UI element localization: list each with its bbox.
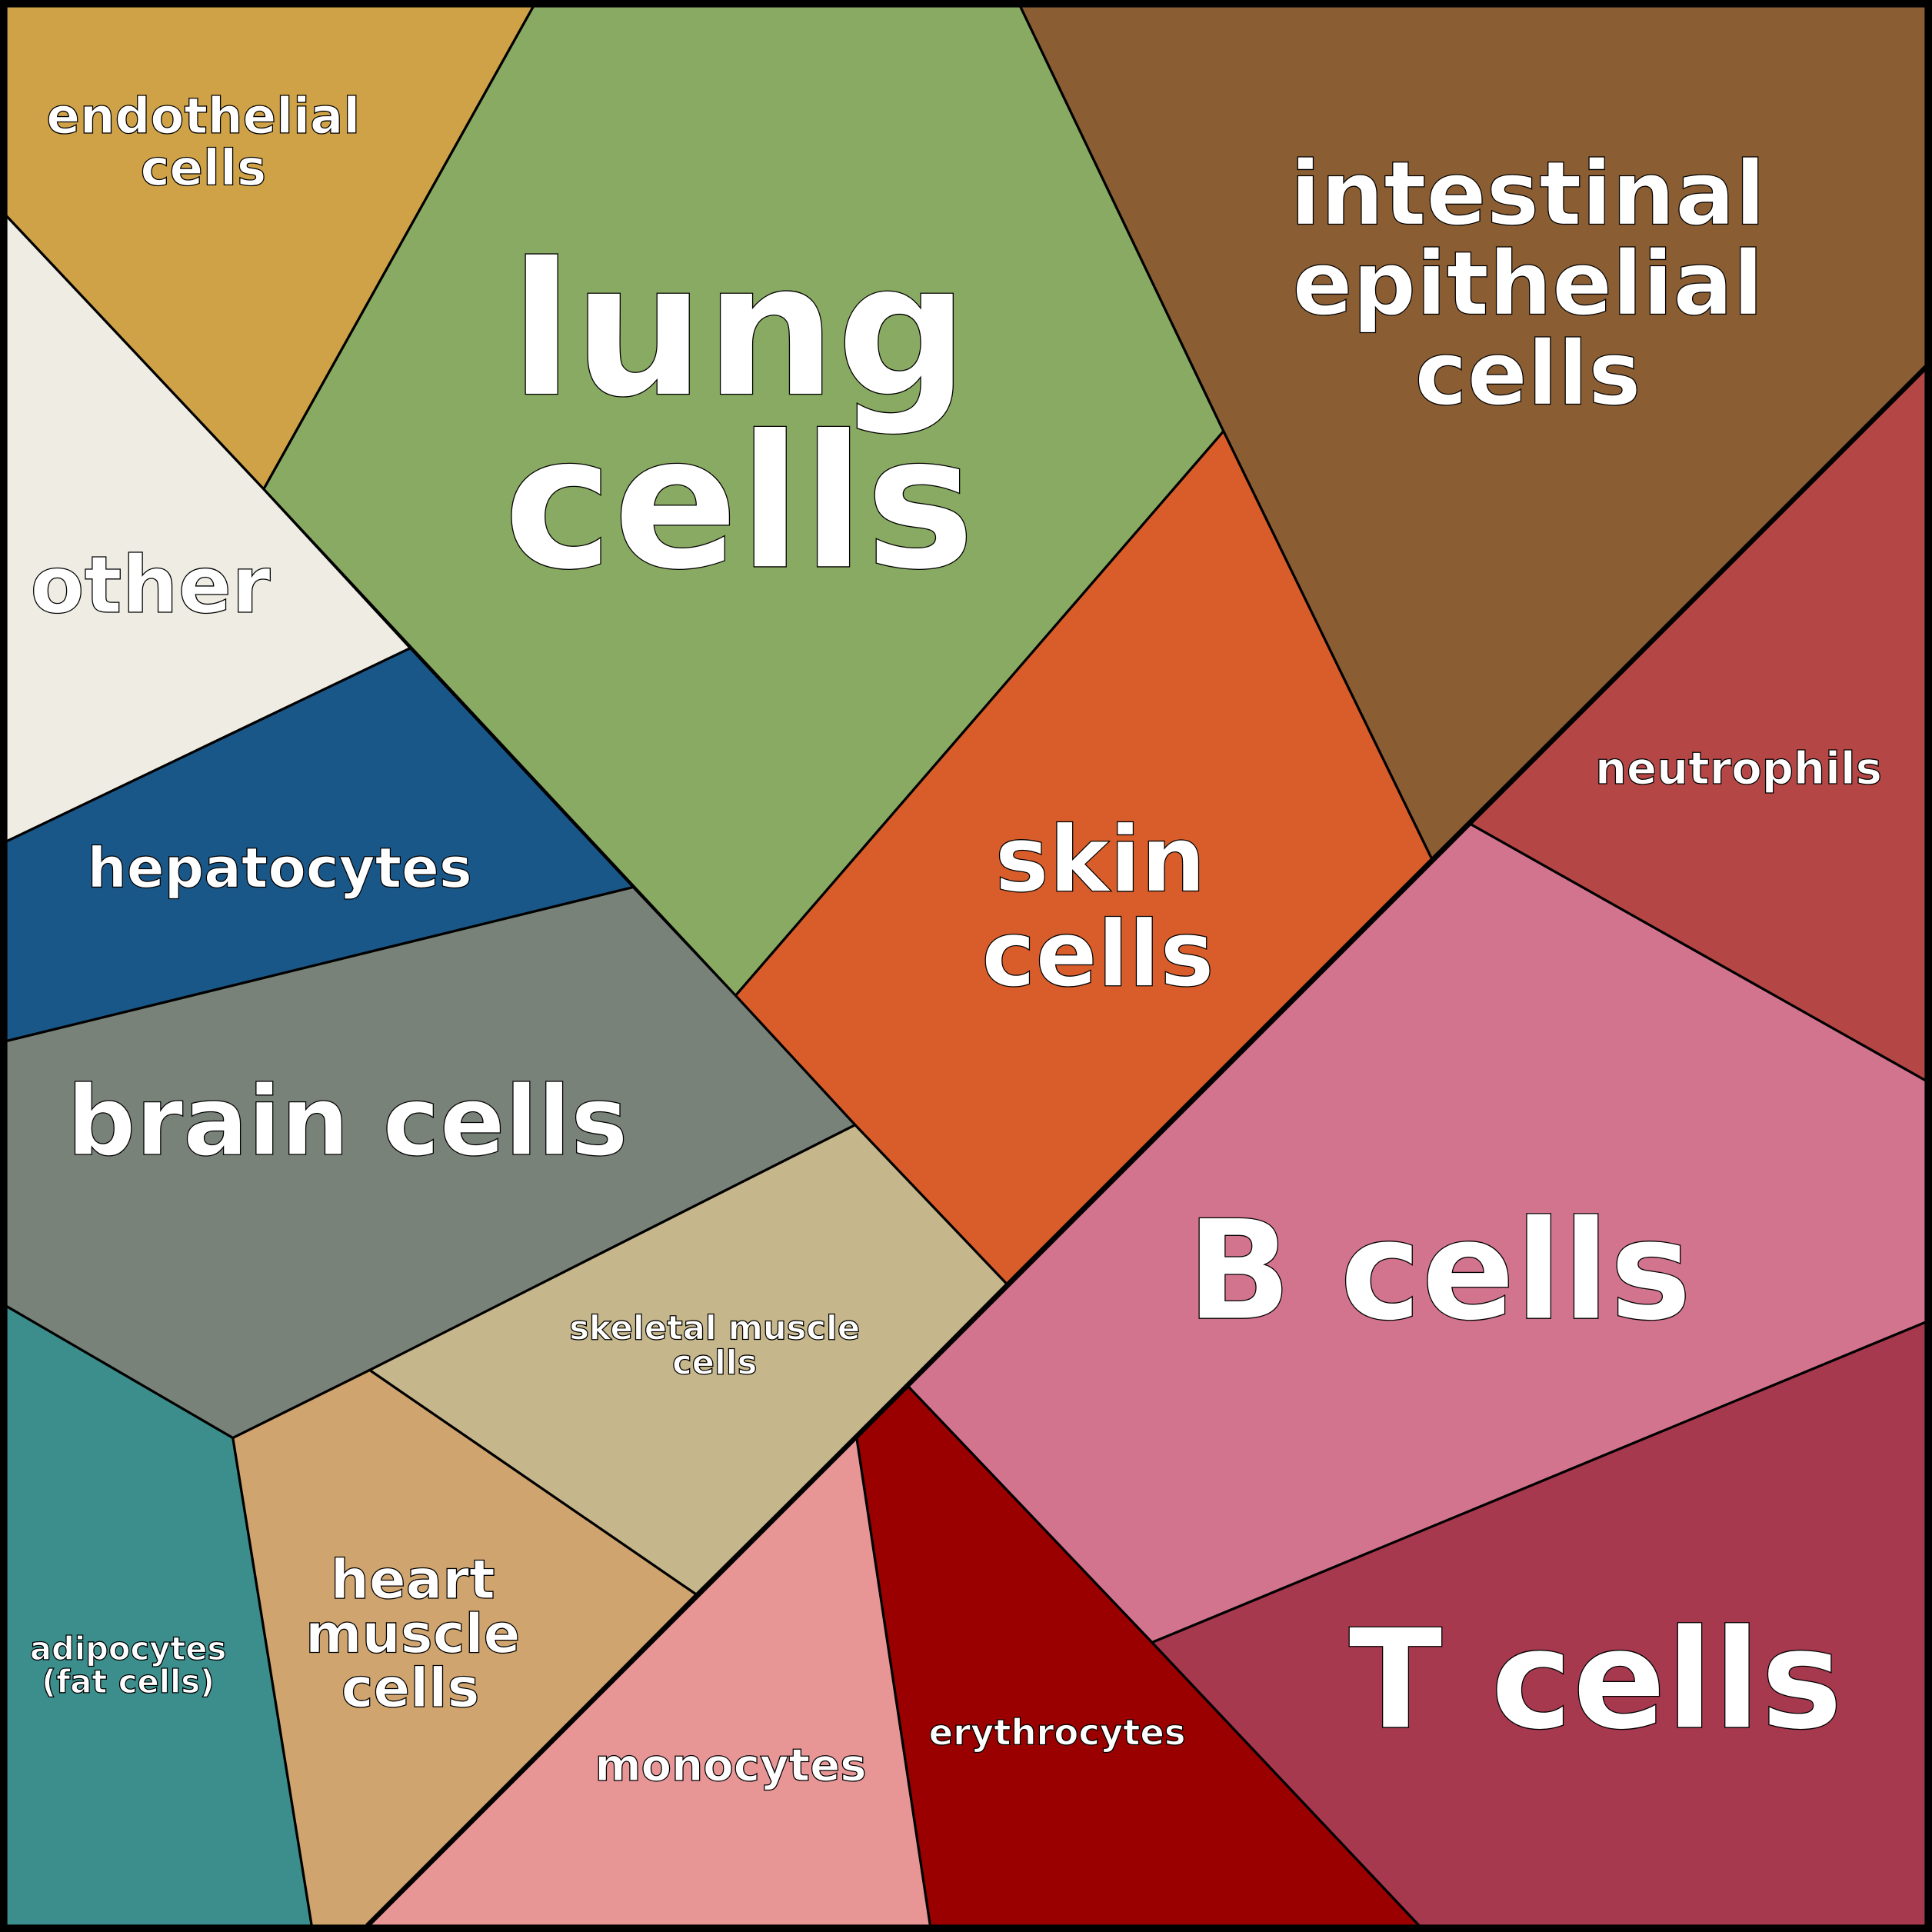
- label-erythrocytes: erythrocytes: [929, 1711, 1186, 1753]
- label-b-cells: B cells: [1187, 1191, 1692, 1351]
- label-neutrophils: neutrophils: [1595, 742, 1882, 794]
- label-t-cells: T cells: [1348, 1600, 1843, 1760]
- label-other: other: [30, 540, 271, 631]
- major-divider: [365, 365, 1928, 1928]
- label-monocytes: monocytes: [595, 1739, 866, 1791]
- label-hepatocytes: hepatocytes: [87, 836, 471, 901]
- label-brain: brain cells: [67, 1066, 628, 1178]
- label-adipocytes: adipocytes(fat cells): [30, 1630, 226, 1700]
